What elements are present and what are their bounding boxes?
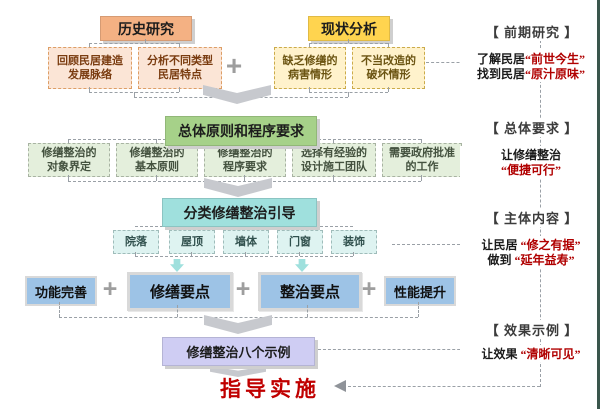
dashed-connector [59, 317, 418, 318]
plus-sign: + [361, 275, 377, 303]
dashed-connector [135, 252, 136, 256]
repair-points-box: 修缮要点 [127, 272, 233, 311]
dashed-connector [68, 139, 69, 143]
dashed-connector [177, 305, 178, 317]
element-box: 屋顶 [169, 230, 215, 254]
history-research-header: 历史研究 [100, 16, 192, 41]
annotation-label: 【 前期研究 】 [462, 22, 600, 41]
dashed-connector [353, 252, 354, 256]
principles-header: 总体原则和程序要求 [165, 116, 317, 146]
implementation-title: 指导实施 [220, 377, 320, 401]
dashed-connector [135, 256, 353, 257]
dashed-connector [333, 139, 334, 143]
annotation-line: 了解民居“前世今生” [460, 50, 600, 67]
dashed-connector [309, 43, 310, 47]
page-edge-line [597, 0, 600, 409]
down-chevron-icon [204, 178, 272, 197]
annotation-line: 让效果 “清晰可见” [460, 345, 600, 362]
dashed-connector [245, 252, 246, 256]
annotation-text: 让效果 [481, 347, 521, 361]
principle-box: 需要政府批准 的工作 [382, 143, 462, 177]
annotation-quote: “便捷可行” [500, 163, 561, 177]
status-item-box: 缺乏修缮的 病害情形 [274, 47, 346, 89]
arrowhead-left-icon [334, 380, 346, 392]
dashed-connector [348, 92, 349, 97]
history-item-box: 分析不同类型 民居特点 [138, 47, 222, 89]
dashed-connector [89, 43, 90, 47]
annotation-text: 找到民居 [476, 67, 525, 81]
dashed-connector [179, 87, 180, 92]
status-analysis-header: 现状分析 [308, 16, 390, 41]
annotation-line: 让修缮整治 [460, 146, 600, 163]
dashed-connector [426, 62, 490, 63]
dashed-connector [388, 43, 389, 47]
principle-box: 修缮整治的 基本原则 [116, 143, 198, 177]
dashed-connector [421, 175, 422, 181]
dashed-connector [318, 349, 490, 350]
dashed-connector [299, 252, 300, 256]
dashed-connector [348, 39, 349, 43]
principle-box: 选择有经验的 设计施工团队 [292, 143, 376, 177]
dashed-connector [89, 43, 179, 44]
principle-box: 修缮整治的 程序要求 [204, 143, 286, 177]
annotation-text: 做到 [487, 253, 515, 267]
renovation-points-box: 整治要点 [258, 272, 362, 311]
element-box: 墙体 [223, 230, 269, 254]
annotation-text: 让修缮整治 [500, 148, 561, 162]
dashed-connector [179, 43, 180, 47]
element-box: 院落 [113, 230, 159, 254]
annotation-line: “便捷可行” [460, 161, 600, 178]
annotation-line: 让民居 “修之有据” [460, 236, 600, 253]
status-item-box: 不当改造的 破坏情形 [352, 47, 425, 89]
dashed-connector [307, 305, 308, 317]
dashed-connector [156, 175, 157, 181]
annotation-text: 了解民居 [476, 52, 525, 66]
dashed-connector [244, 175, 245, 181]
dashed-connector [309, 43, 388, 44]
dashed-connector [145, 39, 146, 43]
dashed-connector [333, 175, 334, 181]
examples-header: 修缮整治八个示例 [162, 337, 315, 366]
history-item-box: 回顾民居建造 发展脉络 [48, 47, 132, 89]
small-down-arrow-icon [295, 259, 309, 272]
annotation-quote: “修之有据” [520, 238, 581, 252]
annotation-quote: “原汁原味” [525, 67, 586, 81]
plus-sign: + [235, 275, 251, 303]
dashed-connector [191, 252, 192, 256]
element-box: 装饰 [331, 230, 377, 254]
dashed-connector [68, 181, 421, 182]
annotation-line: 找到民居“原汁原味” [460, 65, 600, 82]
dashed-connector [156, 139, 157, 143]
annotation-label: 【 主体内容 】 [462, 208, 600, 227]
plus-sign: + [225, 50, 243, 81]
dashed-connector [134, 92, 135, 97]
guidance-header: 分类修缮整治引导 [162, 198, 317, 227]
annotation-line: 做到 “延年益寿” [460, 251, 600, 268]
performance-upgrade-box: 性能提升 [384, 276, 456, 306]
principle-box: 修缮整治的 对象界定 [28, 143, 110, 177]
plus-sign: + [102, 275, 118, 303]
small-down-arrow-icon [170, 259, 184, 272]
dashed-connector [59, 302, 60, 317]
dashed-connector [68, 175, 69, 181]
annotation-quote: “清晰可见” [520, 347, 581, 361]
annotation-label: 【 总体要求 】 [462, 118, 600, 137]
annotation-label: 【 效果示例 】 [462, 320, 600, 339]
down-chevron-icon [204, 315, 272, 334]
function-improvement-box: 功能完善 [25, 276, 97, 306]
dashed-connector [348, 386, 540, 387]
down-chevron-icon [203, 85, 271, 104]
dashed-connector [418, 302, 419, 317]
annotation-quote: “延年益寿” [514, 253, 575, 267]
dashed-connector [392, 244, 490, 245]
element-box: 门窗 [277, 230, 323, 254]
down-chevron-icon [210, 366, 266, 377]
dashed-connector [89, 87, 90, 92]
annotation-text: 让民居 [481, 238, 521, 252]
dashed-connector [388, 87, 389, 92]
annotation-quote: “前世今生” [525, 52, 586, 66]
dashed-connector [309, 87, 310, 92]
dashed-connector [421, 139, 422, 143]
